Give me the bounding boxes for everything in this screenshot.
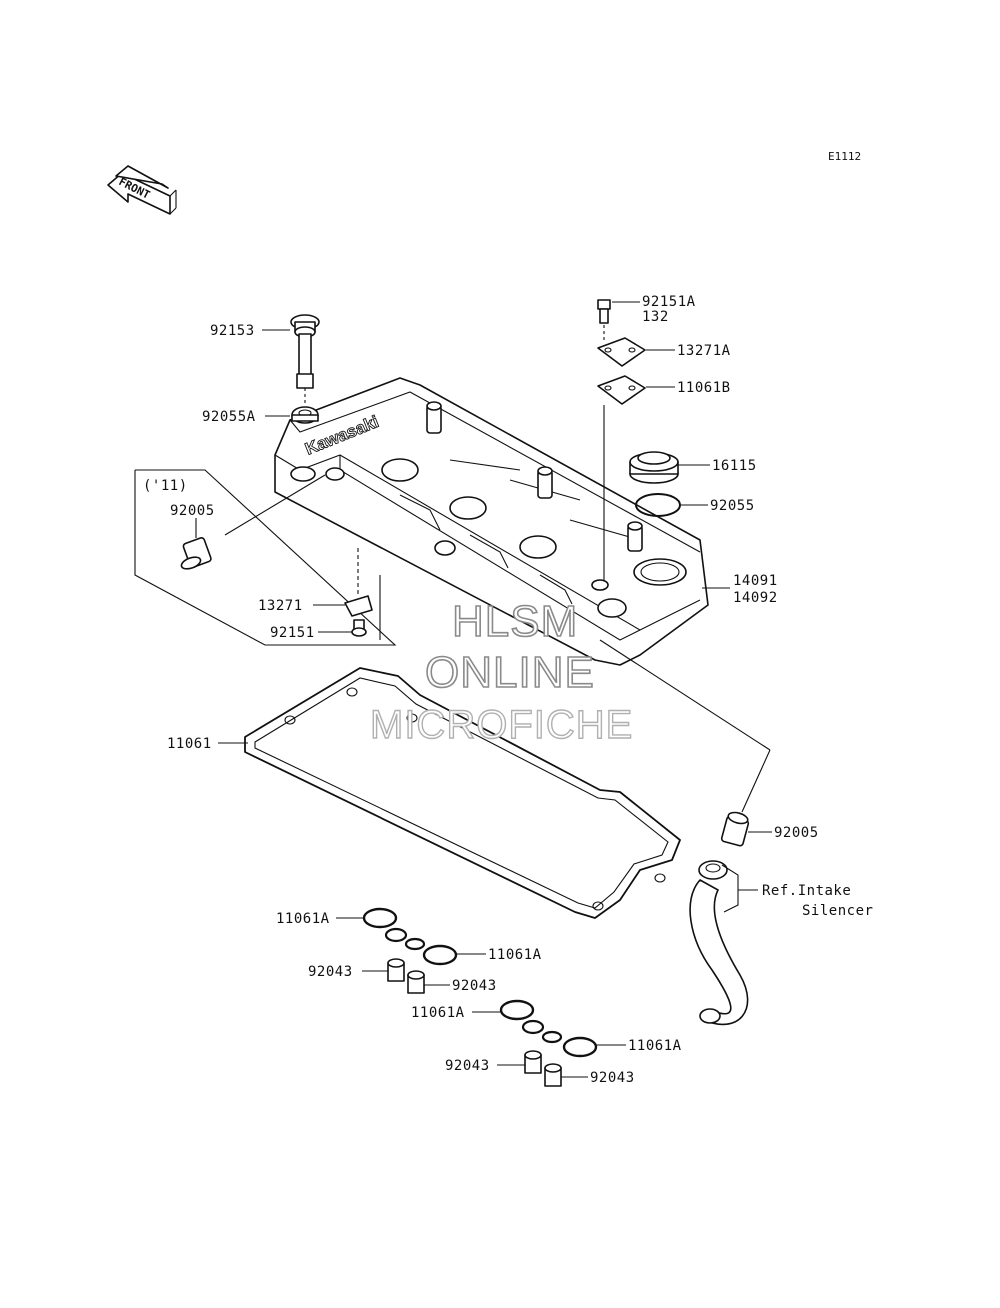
label-13271A: 13271A — [677, 343, 731, 359]
label-92151A: 92151A — [642, 294, 696, 310]
leader-lines — [195, 301, 772, 1078]
o-ring-group-2 — [499, 999, 598, 1087]
label-11061A-2b: 11061A — [628, 1038, 682, 1054]
watermark-line-3: MICROFICHE — [370, 703, 633, 747]
o-ring-group-1 — [362, 907, 458, 994]
label-92005-right: 92005 — [774, 825, 819, 841]
label-ref-intake: Ref.Intake — [762, 883, 851, 899]
label-11061: 11061 — [167, 736, 212, 752]
label-92151: 92151 — [270, 625, 315, 641]
label-92055A: 92055A — [202, 409, 256, 425]
label-11061A-2a: 11061A — [411, 1005, 465, 1021]
label-92055: 92055 — [710, 498, 755, 514]
oil-filler-cap-16115 — [629, 451, 679, 484]
year-note: ('11) — [143, 478, 188, 494]
bolt-92151 — [351, 619, 367, 637]
label-92153: 92153 — [210, 323, 255, 339]
label-92043-2b: 92043 — [590, 1070, 635, 1086]
label-13271: 13271 — [258, 598, 303, 614]
label-14092: 14092 — [733, 590, 778, 606]
label-ref-silencer: Silencer — [802, 903, 873, 919]
label-14091: 14091 — [733, 573, 778, 589]
plug-92005-right — [720, 811, 750, 847]
front-arrow-icon: FRONT — [107, 165, 177, 215]
bolt-92153 — [290, 314, 320, 389]
o-ring-92055 — [635, 493, 681, 517]
cover-13271A — [597, 337, 646, 367]
watermark-line-1: HLSM — [452, 597, 578, 646]
grommet-92055A — [291, 406, 319, 424]
label-92043-2a: 92043 — [445, 1058, 490, 1074]
label-11061A-1a: 11061A — [276, 911, 330, 927]
plate-13271 — [344, 595, 373, 617]
year-bracket — [134, 469, 397, 646]
label-92005-left: 92005 — [170, 503, 215, 519]
gasket-11061B — [597, 375, 646, 405]
label-132: 132 — [642, 309, 669, 325]
label-92043-1b: 92043 — [452, 978, 497, 994]
label-11061B: 11061B — [677, 380, 731, 396]
diagram-code: E1112 — [828, 150, 861, 163]
plug-92005-left — [180, 537, 212, 570]
valve-cover: Kawasaki — [274, 377, 709, 666]
bolt-92151A — [597, 299, 611, 324]
head-cover-gasket — [244, 667, 681, 919]
breather-hose — [689, 860, 749, 1026]
watermark-line-2: ONLINE — [425, 648, 595, 697]
label-16115: 16115 — [712, 458, 757, 474]
label-92043-1a: 92043 — [308, 964, 353, 980]
label-11061A-1b: 11061A — [488, 947, 542, 963]
